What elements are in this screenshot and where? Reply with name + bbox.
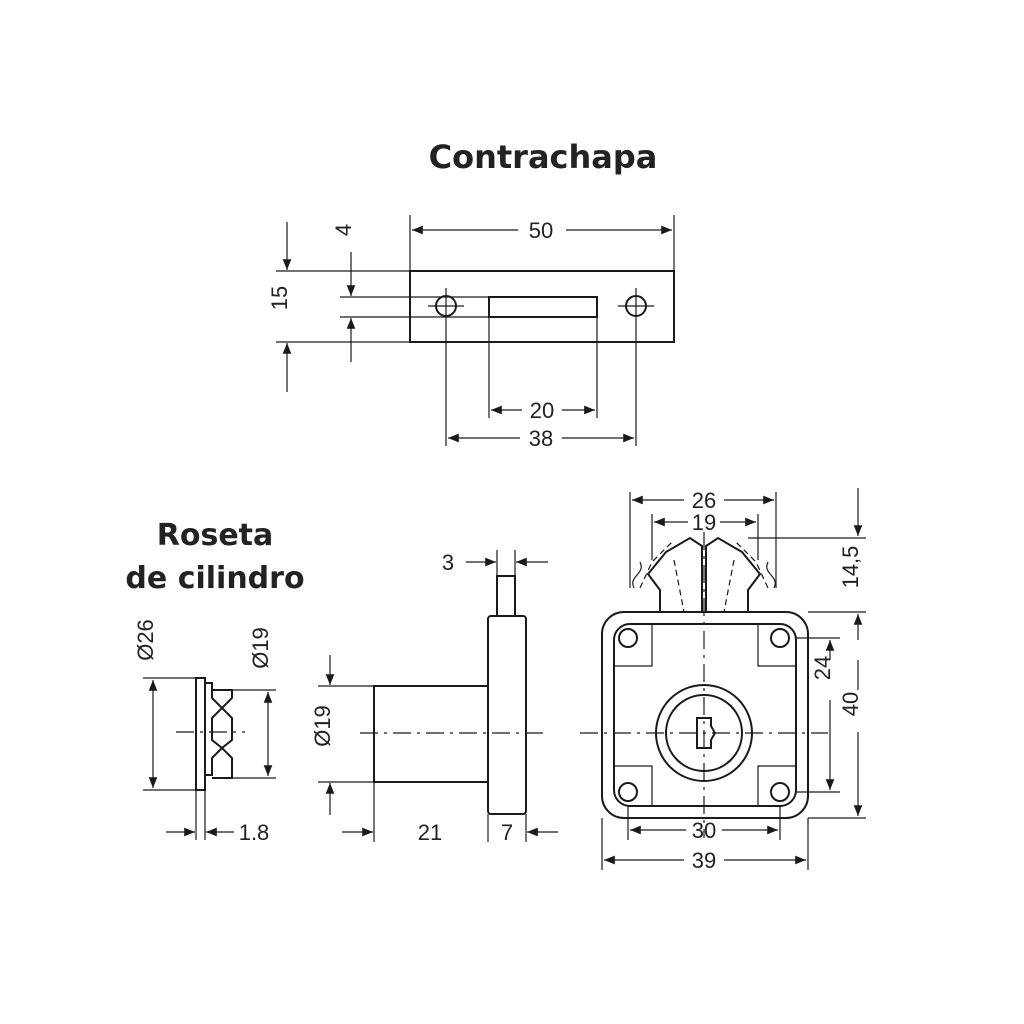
strike-plate-title: Contrachapa [429, 138, 658, 176]
dim-plate-height: 15 [267, 286, 292, 310]
dim-hole-horizontal-spacing: 30 [692, 818, 716, 843]
dim-rosette-outer-dia: Ø26 [133, 619, 158, 661]
lock-side-view [318, 550, 545, 842]
dim-body-depth: 7 [501, 820, 513, 845]
dim-body-height: 40 [838, 692, 863, 716]
dim-cylinder-dia: Ø19 [310, 705, 335, 747]
rosette-view [143, 677, 276, 840]
dim-latch-inner: 19 [692, 510, 716, 535]
mount-hole-top-left [618, 628, 638, 648]
keyhole-icon [696, 717, 717, 749]
dim-hole-vertical-spacing: 24 [810, 656, 835, 680]
dim-slot-width: 20 [530, 398, 554, 423]
dim-plate-width: 50 [529, 218, 553, 243]
rosette-title-line2: de cilindro [125, 561, 304, 596]
dim-latch-height: 14,5 [838, 546, 863, 589]
strike-plate-outline [409, 270, 675, 343]
bolt-side [496, 575, 516, 617]
latch-left [646, 536, 703, 612]
dim-rosette-inner-dia: Ø19 [248, 627, 273, 669]
latch-right [705, 536, 762, 612]
rosette-flange [195, 677, 206, 791]
dim-latch-outer: 26 [692, 488, 716, 513]
mount-hole-bottom-right [770, 782, 790, 802]
rosette-body [205, 682, 224, 776]
lock-case-inner [613, 623, 797, 807]
rosette-ring [212, 689, 233, 779]
mount-hole-top-right [770, 628, 790, 648]
dim-cylinder-length: 21 [418, 820, 442, 845]
lock-case-outer [601, 611, 809, 819]
dim-plate-offset: 4 [331, 224, 356, 236]
dim-rosette-flange: 1.8 [239, 820, 270, 845]
lock-front-view [580, 492, 866, 870]
lock-case-side [487, 615, 527, 815]
strike-plate-slot [488, 296, 598, 318]
mount-hole-bottom-left [618, 782, 638, 802]
rosette-title-line1: Roseta [157, 518, 274, 553]
dim-body-width: 39 [692, 848, 716, 873]
dim-bolt-thickness: 3 [442, 550, 454, 575]
dim-hole-spacing: 38 [529, 426, 553, 451]
strike-plate-view [276, 215, 675, 446]
cylinder-body [373, 685, 489, 783]
